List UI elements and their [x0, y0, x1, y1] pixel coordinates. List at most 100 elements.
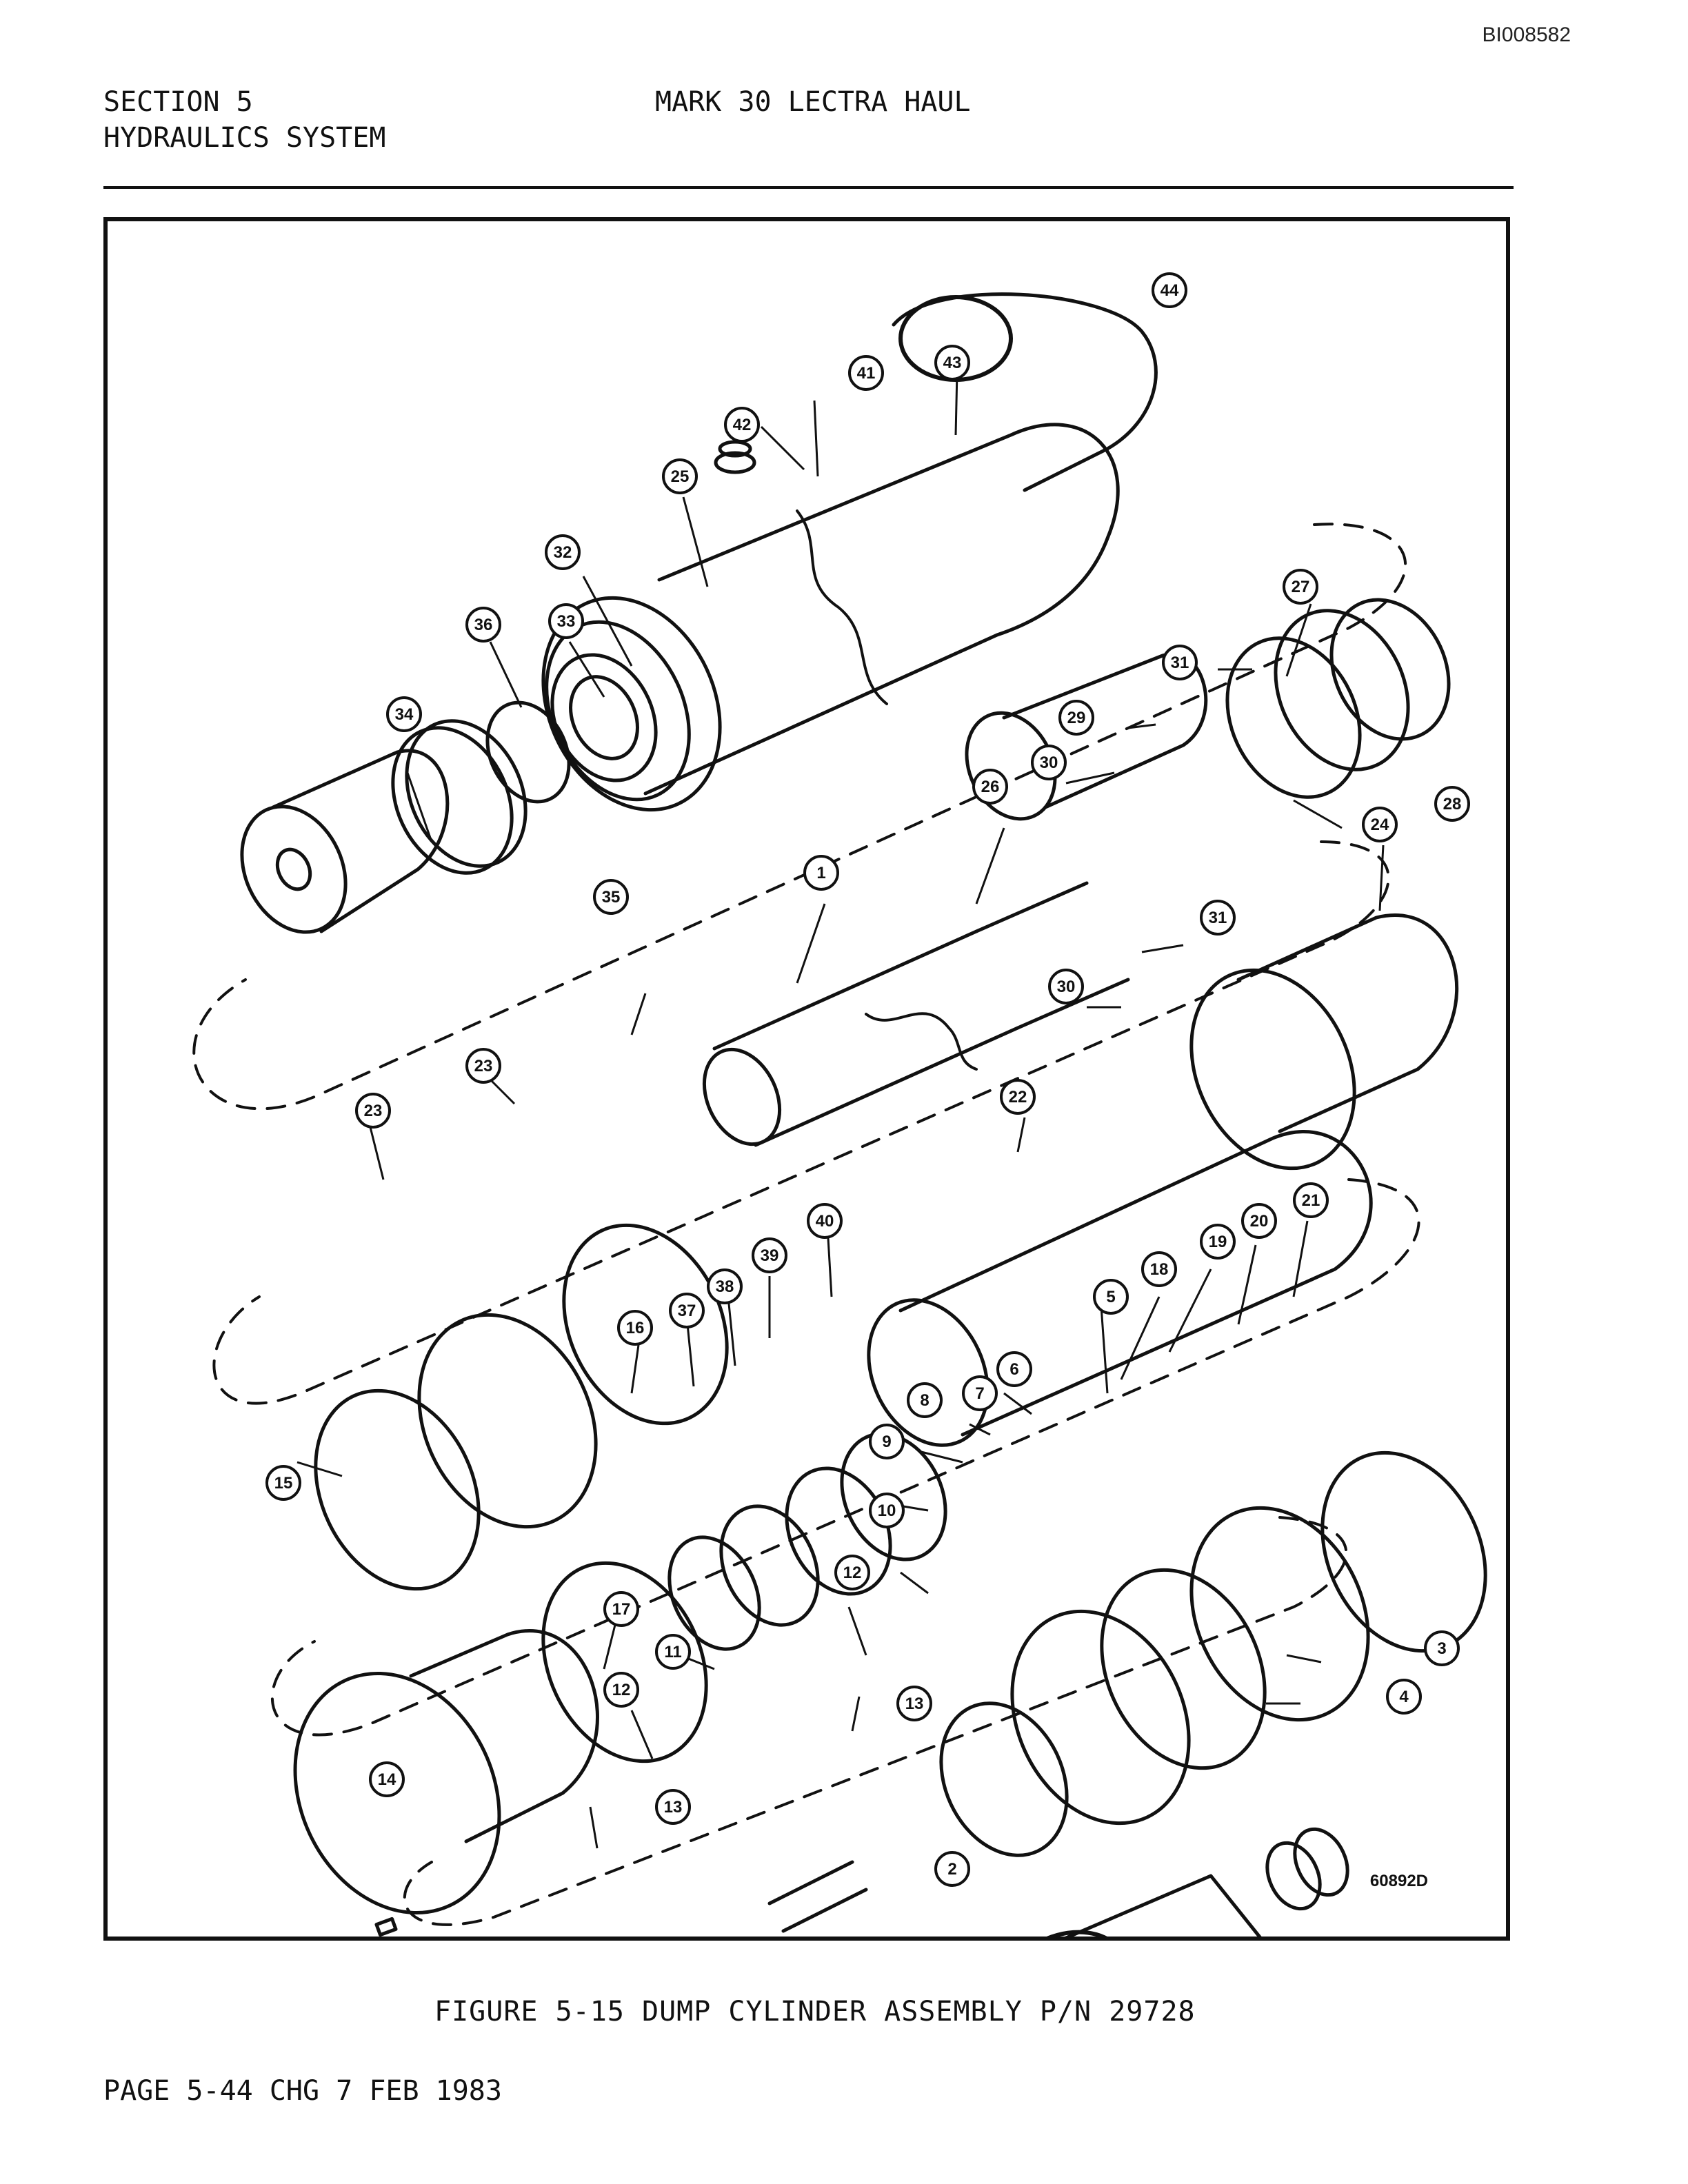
- callout-number: 22: [1009, 1088, 1027, 1106]
- callout-number: 1: [816, 864, 825, 882]
- callout-number: 7: [975, 1384, 984, 1403]
- callout-42: 42: [724, 407, 760, 443]
- section-label: SECTION 5: [103, 86, 253, 118]
- callout-36: 36: [465, 607, 501, 643]
- callout-balloon: [803, 855, 839, 891]
- callout-number: 38: [716, 1277, 734, 1296]
- gland-assembly: [240, 653, 658, 934]
- callout-number: 41: [857, 364, 876, 383]
- subsection-label: HYDRAULICS SYSTEM: [103, 122, 386, 154]
- callout-31: 31: [1200, 900, 1236, 936]
- callout-number: 15: [274, 1474, 293, 1493]
- callout-balloon: [465, 607, 501, 643]
- callout-23: 23: [465, 1048, 501, 1084]
- callout-29: 29: [1058, 700, 1094, 736]
- callout-8: 8: [907, 1382, 943, 1418]
- callout-number: 30: [1040, 754, 1058, 772]
- callout-6: 6: [996, 1351, 1032, 1387]
- callout-18: 18: [1141, 1251, 1177, 1287]
- callout-balloon: [662, 458, 698, 494]
- callout-17: 17: [603, 1591, 639, 1627]
- callout-20: 20: [1241, 1203, 1277, 1239]
- callout-number: 44: [1160, 281, 1179, 300]
- callout-balloon: [465, 1048, 501, 1084]
- callout-9: 9: [869, 1424, 905, 1459]
- callout-balloon: [1200, 1224, 1236, 1260]
- callout-number: 20: [1250, 1212, 1269, 1231]
- callout-number: 34: [395, 705, 414, 724]
- callout-2: 2: [934, 1851, 970, 1887]
- callout-balloon: [265, 1465, 301, 1501]
- callout-number: 8: [920, 1391, 929, 1410]
- callout-16: 16: [617, 1310, 653, 1346]
- callout-balloon: [355, 1093, 391, 1129]
- callout-33: 33: [548, 603, 584, 639]
- callout-26: 26: [972, 769, 1008, 805]
- gland-nut: [1225, 598, 1451, 799]
- callout-number: 19: [1209, 1233, 1227, 1251]
- callout-balloon: [1162, 645, 1198, 680]
- envelope-outline: [271, 1178, 1420, 1737]
- callout-balloon: [807, 1203, 843, 1239]
- callout-number: 24: [1371, 816, 1389, 834]
- callout-28: 28: [1434, 786, 1470, 822]
- leader-lines: [297, 371, 1385, 1849]
- callout-balloon: [1241, 1203, 1277, 1239]
- callout-3: 3: [1424, 1630, 1460, 1666]
- cylinder-barrel: [541, 292, 1158, 812]
- page-footer: PAGE 5-44 CHG 7 FEB 1983: [103, 2075, 502, 2107]
- callout-balloon: [603, 1672, 639, 1708]
- callout-number: 27: [1292, 578, 1310, 596]
- callout-balloon: [548, 603, 584, 639]
- callout-balloon: [996, 1351, 1032, 1387]
- callout-balloon: [603, 1591, 639, 1627]
- callout-balloon: [1093, 1279, 1129, 1315]
- callout-21: 21: [1293, 1182, 1329, 1218]
- callout-number: 35: [602, 888, 621, 907]
- callout-balloon: [1141, 1251, 1177, 1287]
- callout-balloon: [907, 1382, 943, 1418]
- callout-balloon: [669, 1293, 705, 1328]
- callout-30: 30: [1031, 745, 1067, 780]
- callout-number: 2: [947, 1860, 956, 1879]
- callout-number: 9: [882, 1433, 891, 1451]
- callout-number: 28: [1443, 795, 1462, 813]
- callout-number: 26: [981, 778, 1000, 796]
- callout-number: 37: [678, 1302, 696, 1320]
- callout-balloon: [869, 1493, 905, 1528]
- callout-number: 17: [612, 1600, 631, 1619]
- callout-number: 10: [878, 1502, 896, 1520]
- callout-40: 40: [807, 1203, 843, 1239]
- outer-tube: [867, 913, 1459, 1447]
- callout-balloon: [545, 534, 581, 570]
- callout-30: 30: [1048, 969, 1084, 1004]
- piston-seals: [293, 1432, 947, 1915]
- callout-10: 10: [869, 1493, 905, 1528]
- callout-balloon: [724, 407, 760, 443]
- callout-balloon: [707, 1268, 743, 1304]
- callout-37: 37: [669, 1293, 705, 1328]
- envelope-outline: [403, 1516, 1348, 1926]
- callout-23: 23: [355, 1093, 391, 1129]
- callout-balloon: [972, 769, 1008, 805]
- callout-35: 35: [593, 879, 629, 915]
- callout-balloon: [1283, 569, 1318, 605]
- callout-balloon: [1058, 700, 1094, 736]
- figure-caption: FIGURE 5-15 DUMP CYLINDER ASSEMBLY P/N 2…: [434, 1996, 1196, 2028]
- callout-balloon: [1152, 272, 1187, 308]
- callout-layer: 1234567891011121213131415161718192021222…: [265, 272, 1470, 1887]
- callout-number: 23: [474, 1057, 493, 1075]
- callout-number: 16: [626, 1319, 645, 1337]
- callout-number: 12: [843, 1564, 862, 1582]
- callout-balloon: [934, 1851, 970, 1887]
- exploded-view-drawing: 1234567891011121213131415161718192021222…: [192, 272, 1487, 1937]
- callout-number: 32: [554, 543, 572, 562]
- callout-39: 39: [752, 1237, 787, 1273]
- callout-balloon: [1362, 807, 1398, 842]
- callout-balloon: [1000, 1079, 1036, 1115]
- callout-balloon: [1200, 900, 1236, 936]
- callout-number: 31: [1171, 654, 1189, 672]
- callout-balloon: [369, 1761, 405, 1797]
- callout-38: 38: [707, 1268, 743, 1304]
- callout-41: 41: [848, 355, 884, 391]
